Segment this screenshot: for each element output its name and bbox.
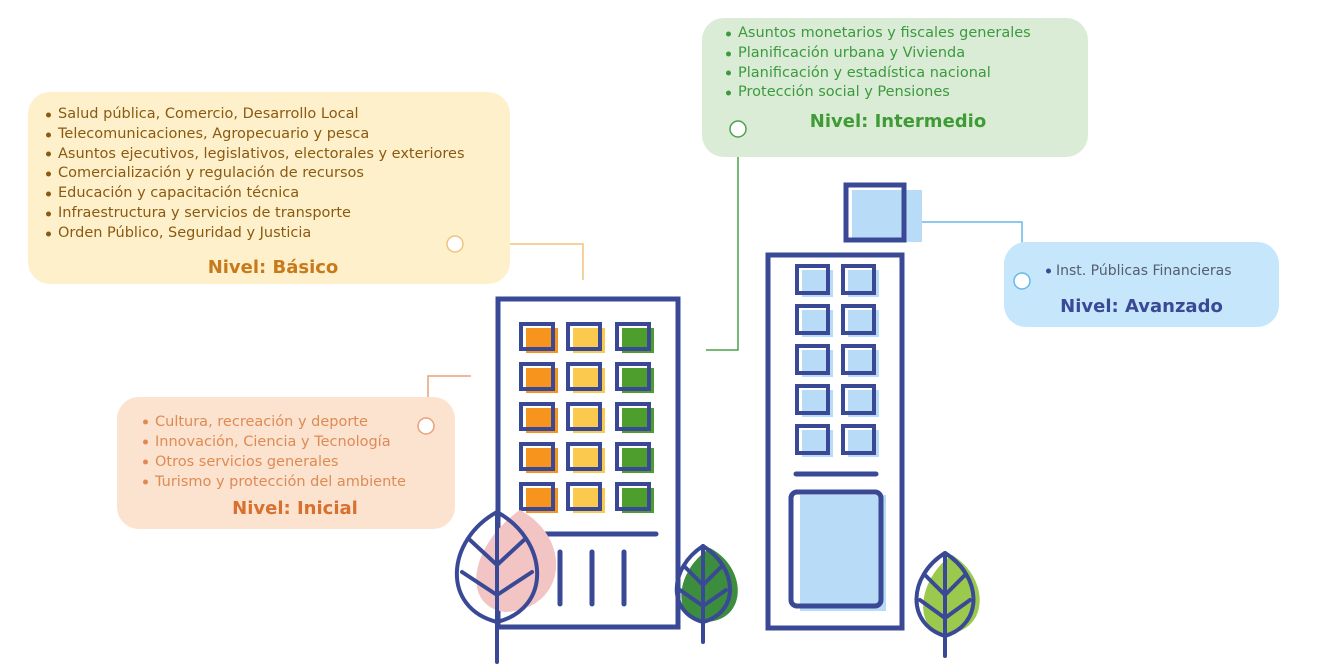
list-item: Otros servicios generales bbox=[155, 452, 406, 472]
window-frame bbox=[566, 482, 602, 511]
list-item: Cultura, recreación y deporte bbox=[155, 412, 406, 432]
nivel-basico-label: Nivel: Básico bbox=[207, 257, 339, 278]
list-item: Protección social y Pensiones bbox=[738, 83, 1031, 103]
window-frame bbox=[841, 304, 876, 335]
tree-icon bbox=[454, 510, 557, 664]
window-frame bbox=[795, 384, 830, 415]
list-item: Asuntos monetarios y fiscales generales bbox=[738, 24, 1031, 44]
window-frame bbox=[615, 442, 651, 471]
list-item: Planificación y estadística nacional bbox=[738, 64, 1031, 84]
window-frame bbox=[519, 402, 555, 431]
avanzado-item-list: Inst. Públicas Financieras bbox=[1056, 262, 1232, 280]
window-frame bbox=[841, 344, 876, 375]
nivel-avanzado-box: Inst. Públicas Financieras Nivel: Avanza… bbox=[1004, 242, 1279, 327]
nivel-basico-box: Salud pública, Comercio, Desarrollo Loca… bbox=[28, 92, 510, 284]
window-frame bbox=[519, 482, 555, 511]
list-item: Inst. Públicas Financieras bbox=[1056, 263, 1232, 279]
window-frame bbox=[615, 402, 651, 431]
list-item: Educación y capacitación técnica bbox=[58, 184, 465, 204]
list-item: Comercialización y regulación de recurso… bbox=[58, 164, 465, 184]
window-frame bbox=[566, 442, 602, 471]
nivel-inicial-label: Nivel: Inicial bbox=[232, 498, 358, 519]
tree-icon bbox=[674, 544, 738, 644]
list-item: Innovación, Ciencia y Tecnología bbox=[155, 432, 406, 452]
window-frame bbox=[519, 442, 555, 471]
list-item: Orden Público, Seguridad y Justicia bbox=[58, 224, 465, 244]
window-frame bbox=[795, 264, 830, 295]
basico-item-list: Salud pública, Comercio, Desarrollo Loca… bbox=[58, 105, 465, 244]
window-frame bbox=[795, 304, 830, 335]
nivel-intermedio-label: Nivel: Intermedio bbox=[809, 111, 987, 132]
window-frame bbox=[615, 322, 651, 351]
list-item: Planificación urbana y Vivienda bbox=[738, 44, 1031, 64]
building-right-icon bbox=[765, 182, 922, 631]
building-left-icon bbox=[495, 296, 681, 630]
window-frame bbox=[795, 424, 830, 455]
connector-intermedio-line bbox=[706, 136, 739, 351]
window-frame bbox=[795, 344, 830, 375]
window-frame bbox=[841, 424, 876, 455]
nivel-avanzado-label: Nivel: Avanzado bbox=[1060, 296, 1223, 317]
intermedio-item-list: Asuntos monetarios y fiscales generales … bbox=[738, 24, 1031, 103]
nivel-inicial-box: Cultura, recreación y deporte Innovación… bbox=[117, 397, 455, 529]
window-frame bbox=[841, 264, 876, 295]
window-frame bbox=[566, 362, 602, 391]
list-item: Infraestructura y servicios de transport… bbox=[58, 204, 465, 224]
list-item: Salud pública, Comercio, Desarrollo Loca… bbox=[58, 105, 465, 125]
list-item: Telecomunicaciones, Agropecuario y pesca bbox=[58, 125, 465, 145]
inicial-item-list: Cultura, recreación y deporte Innovación… bbox=[155, 412, 406, 492]
window-frame bbox=[841, 384, 876, 415]
window-frame bbox=[615, 362, 651, 391]
tree-icon bbox=[914, 551, 980, 658]
list-item: Turismo y protección del ambiente bbox=[155, 474, 406, 490]
nivel-intermedio-box: Asuntos monetarios y fiscales generales … bbox=[702, 18, 1088, 157]
window-frame bbox=[615, 482, 651, 511]
window-frame bbox=[566, 322, 602, 351]
window-frame bbox=[519, 362, 555, 391]
window-frame bbox=[519, 322, 555, 351]
window-frame bbox=[566, 402, 602, 431]
list-item: Asuntos ejecutivos, legislativos, electo… bbox=[58, 145, 465, 165]
